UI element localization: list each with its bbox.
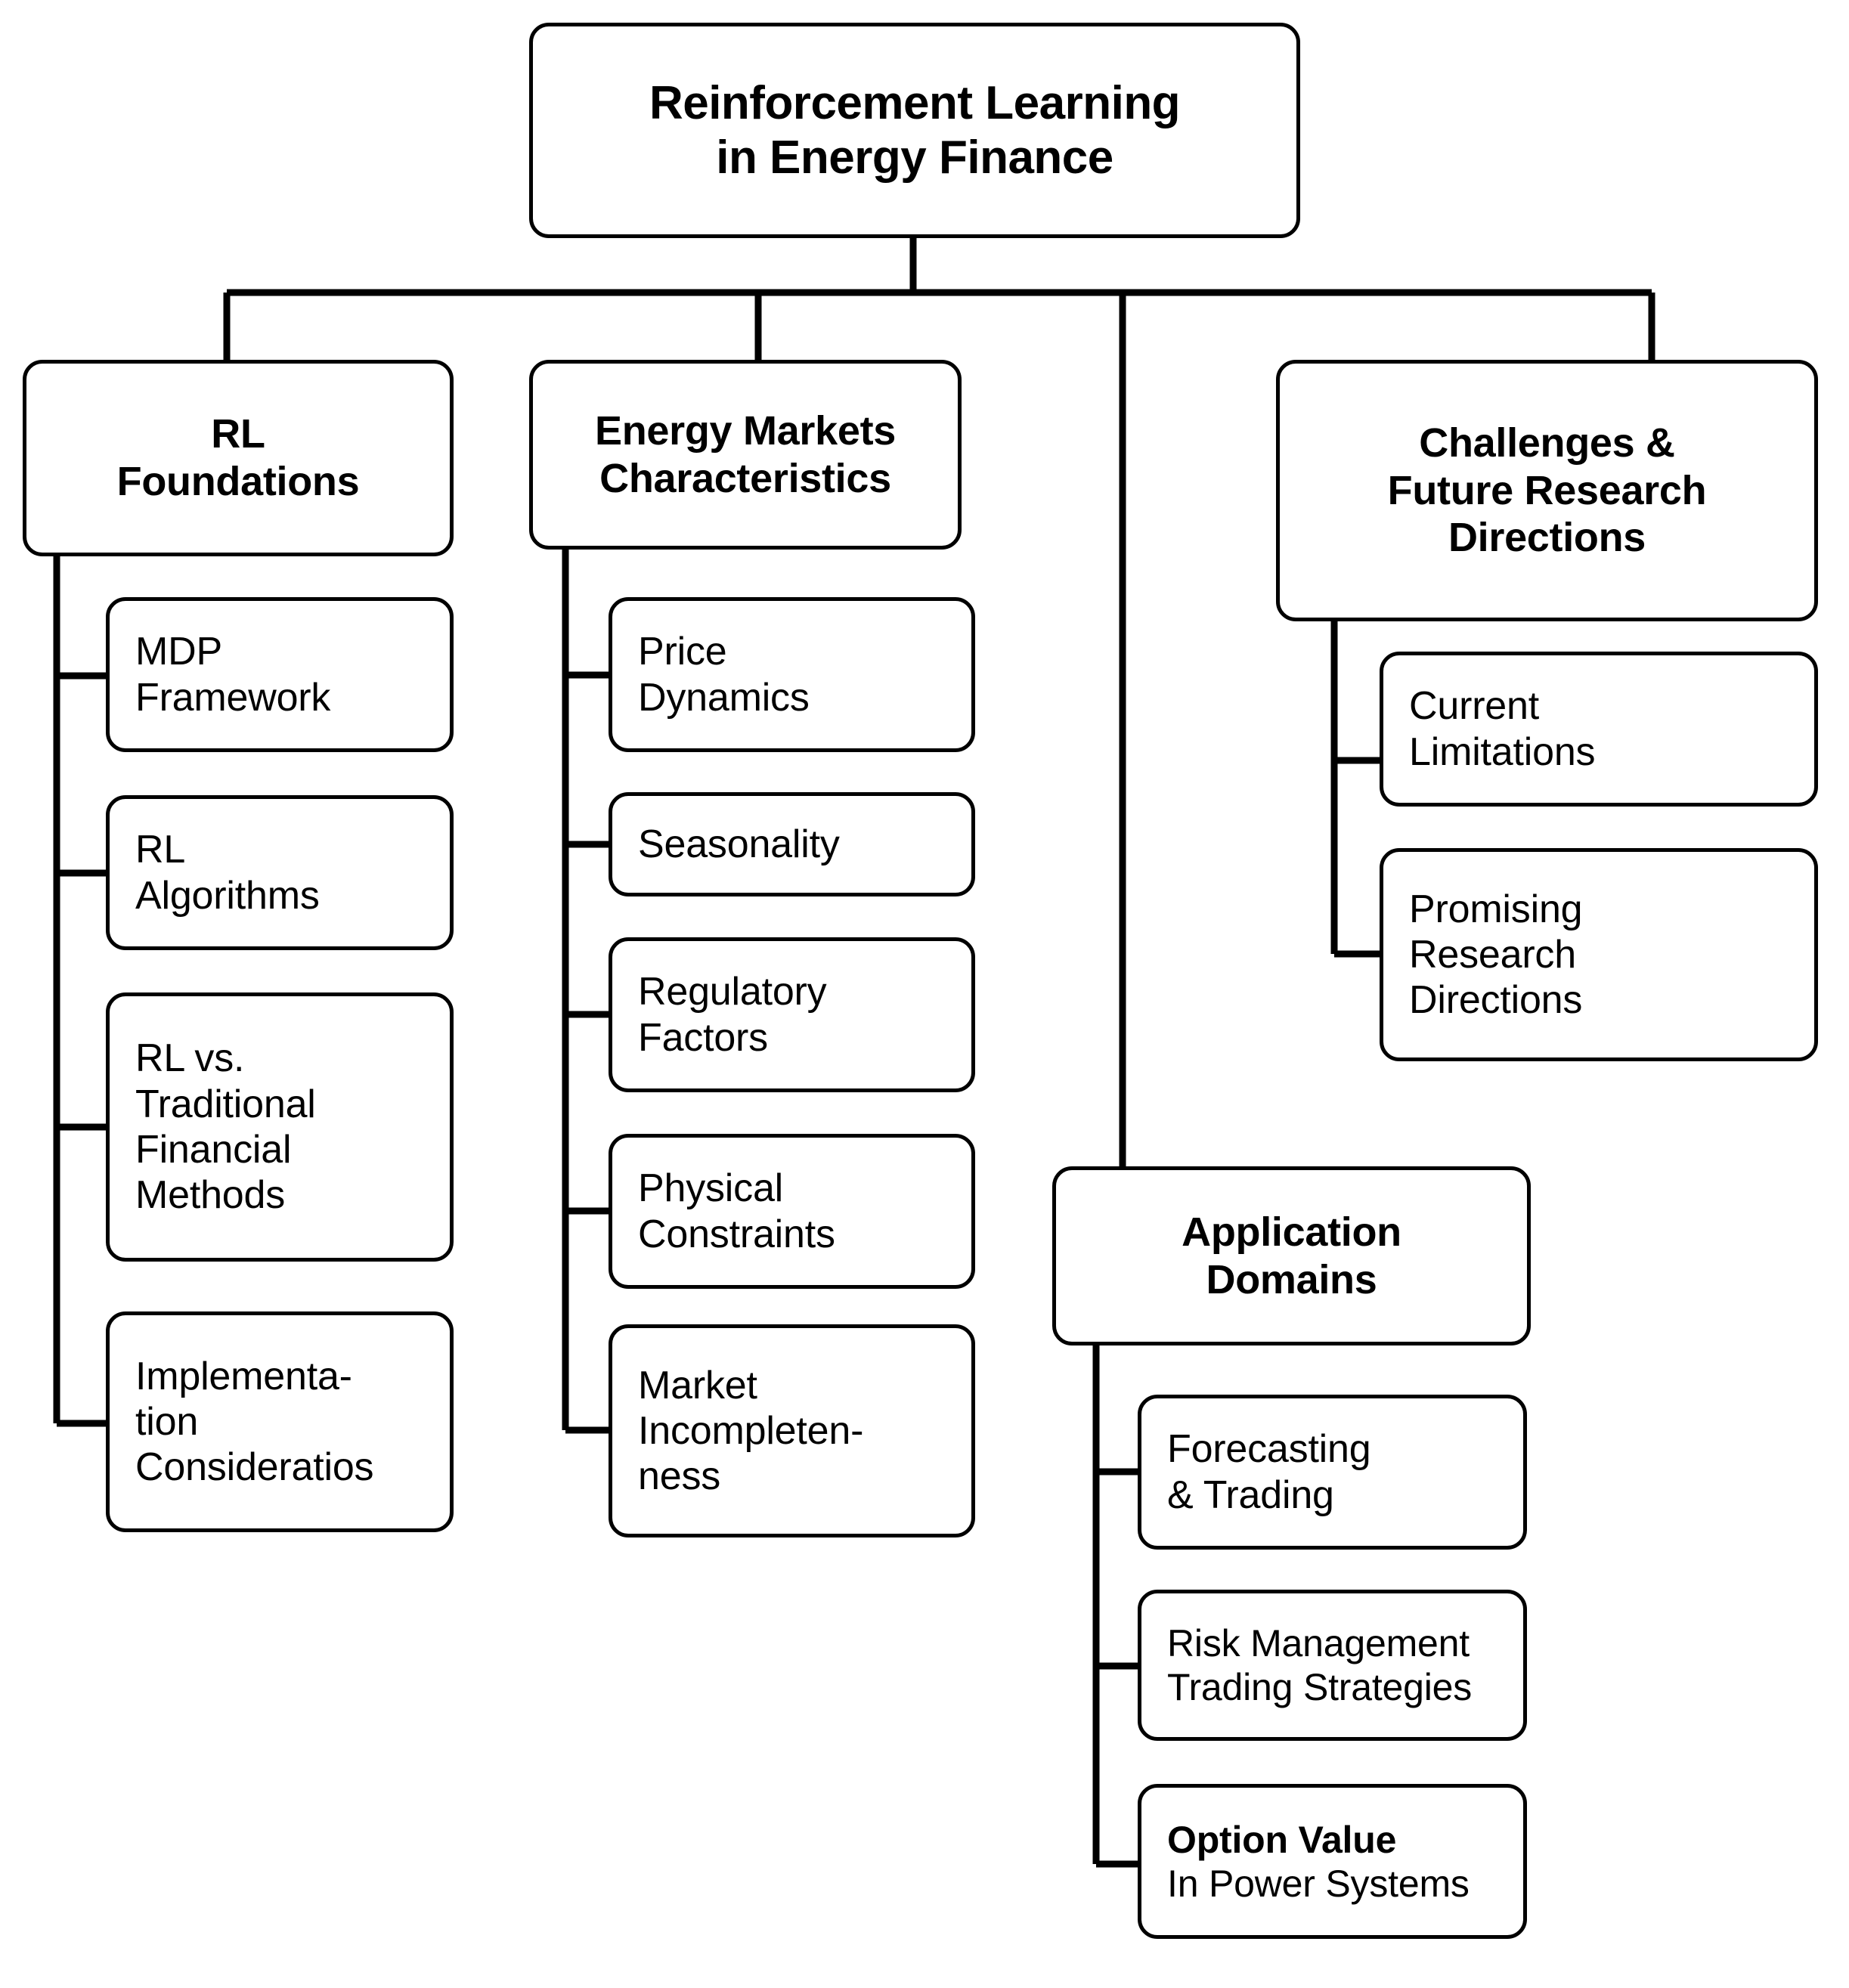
node-forecasting-and-trading[interactable]: Forecasting & Trading [1138,1395,1527,1550]
rl-vs-line-3: Financial [135,1128,292,1172]
seasonality-line-1: Seasonality [638,822,840,866]
root-line-2: in Energy Finance [716,131,1113,184]
promising-research-line-3: Directions [1409,978,1583,1023]
node-price-dynamics[interactable]: Price Dynamics [609,597,975,752]
rl-vs-line-2: Traditional [135,1082,316,1126]
rl-algorithms-line-1: RL [135,828,186,872]
promising-research-line-2: Research [1409,932,1576,977]
node-implementation-considerations[interactable]: Implementa- tion Consideratios [106,1311,454,1532]
node-challenges-and-future-research-directions[interactable]: Challenges & Future Research Directions [1276,360,1818,621]
node-market-incompleteness[interactable]: Market Incompleten- ness [609,1324,975,1537]
market-incompleteness-line-3: ness [638,1454,721,1499]
rl-vs-line-4: Methods [135,1173,286,1218]
price-dynamics-line-2: Dynamics [638,675,810,720]
market-incompleteness-line-1: Market [638,1363,757,1407]
node-current-limitations[interactable]: Current Limitations [1380,652,1818,807]
mdp-framework-line-2: Framework [135,675,331,720]
current-limitations-line-2: Limitations [1409,729,1596,774]
rl-foundations-line-2: Foundations [116,459,360,504]
mdp-framework-line-1: MDP [135,630,222,674]
node-rl-vs-traditional-financial-methods[interactable]: RL vs. Traditional Financial Methods [106,992,454,1262]
rl-foundations-line-1: RL [211,411,265,457]
challenges-line-3: Directions [1448,515,1646,561]
application-domains-line-1: Application [1182,1209,1401,1255]
market-incompleteness-line-2: Incompleten- [638,1408,864,1453]
challenges-line-2: Future Research [1387,467,1707,513]
node-seasonality[interactable]: Seasonality [609,792,975,896]
implementation-line-3: Consideratios [135,1445,374,1490]
risk-management-line-2: Trading Strategies [1167,1666,1473,1708]
promising-research-line-1: Promising [1409,887,1583,931]
rl-algorithms-line-2: Algorithms [135,873,320,918]
forecasting-trading-line-2: & Trading [1167,1472,1334,1517]
regulatory-factors-line-2: Factors [638,1015,768,1060]
risk-management-line-1: Risk Management [1167,1622,1470,1664]
node-root[interactable]: Reinforcement Learning in Energy Finance [529,23,1300,238]
challenges-line-1: Challenges & [1419,420,1675,466]
forecasting-trading-line-1: Forecasting [1167,1427,1371,1472]
option-value-line-1: Option Value [1167,1818,1397,1861]
energy-markets-line-2: Characteristics [599,455,891,501]
rl-vs-line-1: RL vs. [135,1036,245,1081]
node-option-value-in-power-systems[interactable]: Option Value In Power Systems [1138,1784,1527,1939]
node-energy-markets-characteristics[interactable]: Energy Markets Characteristics [529,360,962,550]
node-risk-management-trading-strategies[interactable]: Risk Management Trading Strategies [1138,1590,1527,1741]
implementation-line-1: Implementa- [135,1354,352,1398]
node-physical-constraints[interactable]: Physical Constraints [609,1134,975,1289]
node-application-domains[interactable]: Application Domains [1052,1166,1531,1345]
node-promising-research-directions[interactable]: Promising Research Directions [1380,848,1818,1061]
application-domains-line-2: Domains [1206,1256,1377,1302]
option-value-line-2: In Power Systems [1167,1862,1470,1905]
price-dynamics-line-1: Price [638,630,727,674]
node-regulatory-factors[interactable]: Regulatory Factors [609,937,975,1092]
implementation-line-2: tion [135,1399,199,1444]
root-line-1: Reinforcement Learning [649,76,1181,129]
energy-markets-line-1: Energy Markets [595,407,896,454]
node-rl-algorithms[interactable]: RL Algorithms [106,795,454,950]
regulatory-factors-line-1: Regulatory [638,970,827,1014]
node-rl-foundations[interactable]: RL Foundations [23,360,454,556]
physical-constraints-line-1: Physical [638,1166,784,1211]
node-mdp-framework[interactable]: MDP Framework [106,597,454,752]
current-limitations-line-1: Current [1409,684,1539,729]
physical-constraints-line-2: Constraints [638,1212,835,1256]
